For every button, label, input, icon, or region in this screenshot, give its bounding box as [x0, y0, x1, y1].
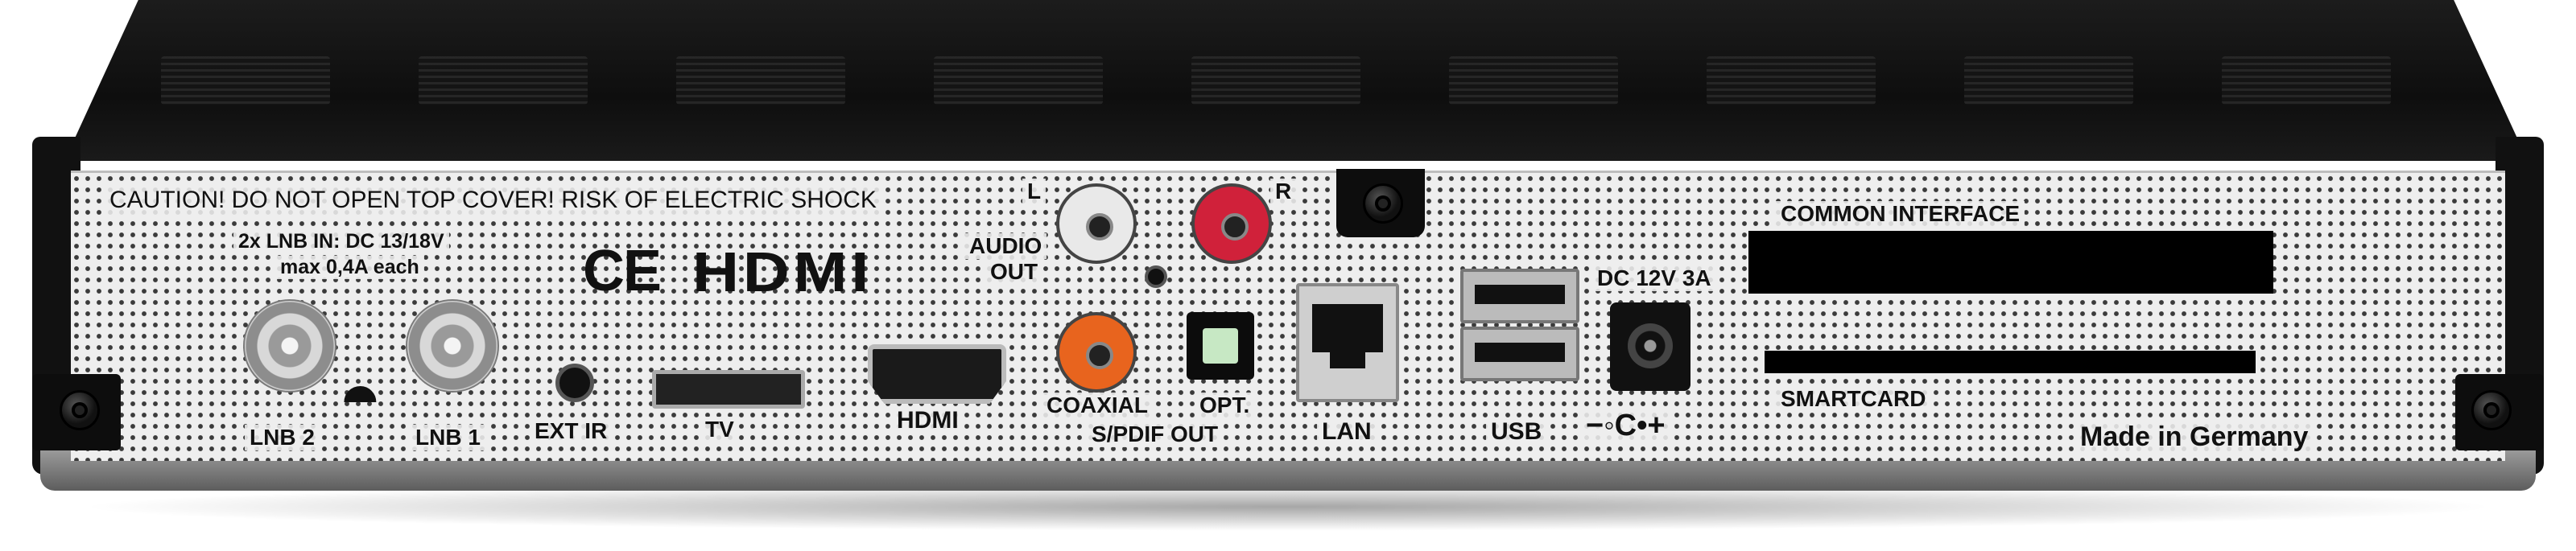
ce-mark-logo: CE: [583, 239, 662, 303]
lnb1-f-connector[interactable]: [406, 299, 499, 393]
smartcard-slot[interactable]: [1765, 351, 2256, 373]
ext-ir-label: EXT IR: [530, 418, 613, 445]
vent-slot: [934, 56, 1103, 105]
smartcard-label: SMARTCARD: [1776, 386, 1931, 413]
coaxial-label: COAXIAL: [1042, 393, 1153, 419]
lnb1-label: LNB 1: [411, 425, 485, 451]
optical-toslink-port[interactable]: [1187, 312, 1254, 380]
usb-label: USB: [1486, 418, 1547, 446]
dc-polarity-symbol: −◦C•+: [1581, 409, 1670, 444]
vent-slot: [676, 56, 845, 105]
vent-slot: [161, 56, 330, 105]
lan-ethernet-port[interactable]: [1296, 283, 1399, 402]
audio-out-label: OUT: [985, 259, 1043, 286]
vent-slot: [1449, 56, 1618, 105]
hdmi-logo: HDMI: [692, 241, 873, 303]
floor-shadow: [72, 483, 2504, 531]
dc-power-jack[interactable]: [1610, 302, 1690, 391]
dc-rating-label: DC 12V 3A: [1592, 265, 1716, 292]
coaxial-rca-jack[interactable]: [1056, 312, 1137, 393]
usb-port-bottom[interactable]: [1460, 327, 1579, 381]
vent-slot: [1707, 56, 1876, 105]
common-interface-slot[interactable]: [1748, 231, 2273, 294]
vent-slot: [1191, 56, 1360, 105]
satellite-dish-icon: ⯊: [343, 379, 378, 427]
spdif-out-label: S/PDIF OUT: [1087, 421, 1224, 448]
lnb-input-label: 2x LNB IN: DC 13/18V: [233, 230, 449, 253]
ext-ir-jack[interactable]: [555, 364, 594, 402]
audio-label: AUDIO: [964, 233, 1047, 260]
made-in-germany-label: Made in Germany: [2075, 421, 2314, 454]
audio-right-rca-jack[interactable]: [1191, 183, 1272, 264]
screw-icon: [60, 390, 100, 430]
vent-slot: [2222, 56, 2391, 105]
caution-label: CAUTION! DO NOT OPEN TOP COVER! RISK OF …: [105, 187, 881, 215]
vent-slot: [419, 56, 588, 105]
vent-slot: [1964, 56, 2133, 105]
hdmi-port[interactable]: [868, 344, 1006, 404]
lnb2-f-connector[interactable]: [243, 299, 336, 393]
audio-left-rca-jack[interactable]: [1056, 183, 1137, 264]
lan-label: LAN: [1317, 418, 1377, 446]
optical-label: OPT.: [1195, 393, 1255, 419]
tv-label: TV: [700, 417, 739, 443]
audio-left-label: L: [1022, 179, 1046, 205]
reset-pinhole: [1145, 265, 1167, 288]
audio-right-label: R: [1270, 179, 1297, 205]
tv-port[interactable]: [652, 370, 805, 409]
hdmi-port-label: HDMI: [892, 407, 964, 435]
lnb-current-label: max 0,4A each: [275, 256, 424, 279]
lnb2-label: LNB 2: [245, 425, 320, 451]
screw-icon: [1363, 183, 1403, 224]
screw-icon: [2471, 390, 2512, 430]
common-interface-label: COMMON INTERFACE: [1776, 201, 2025, 228]
usb-port-top[interactable]: [1460, 269, 1579, 323]
